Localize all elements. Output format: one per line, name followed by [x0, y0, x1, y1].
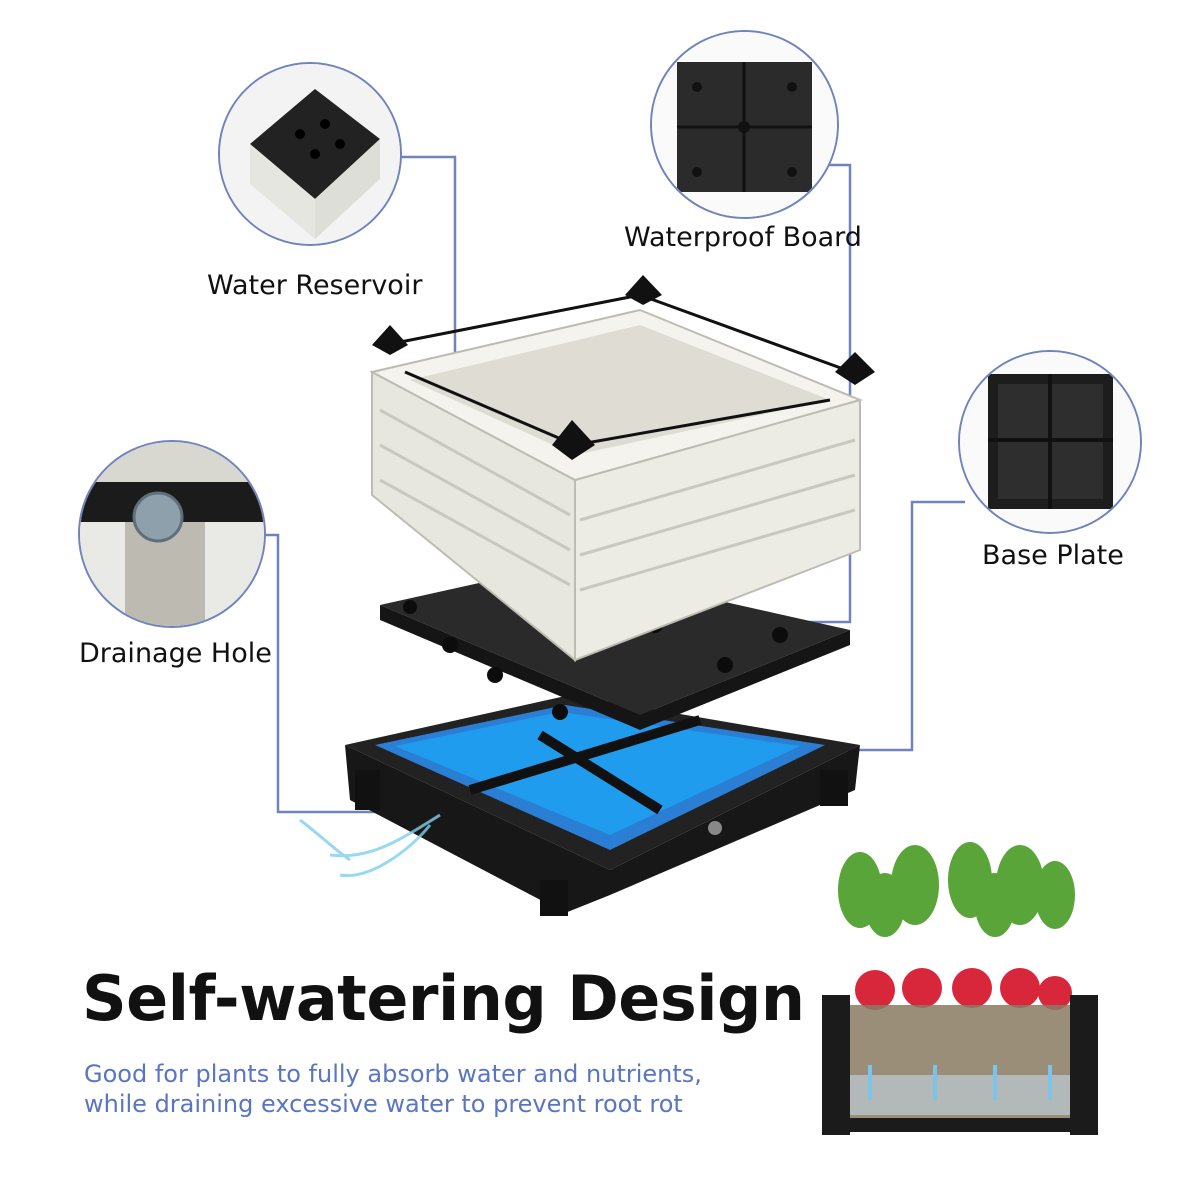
label-drainage-hole: Drainage Hole [79, 638, 272, 669]
planter-box-shape [369, 275, 875, 663]
subtext-line-2: while draining excessive water to preven… [84, 1090, 683, 1118]
subtext-line-1: Good for plants to fully absorb water an… [84, 1060, 702, 1088]
inset-water-reservoir [218, 62, 402, 246]
base-plate-shape [345, 695, 860, 916]
inset-waterproof-board [650, 30, 839, 219]
label-water-reservoir: Water Reservoir [207, 270, 423, 301]
headline: Self-watering Design [82, 962, 805, 1035]
drain-plug [708, 821, 722, 835]
planted-box-illustration [822, 842, 1098, 1135]
inset-drainage-hole [78, 440, 266, 628]
inset-base-plate [958, 350, 1142, 534]
label-base-plate: Base Plate [982, 540, 1124, 571]
connector-drainage-hole [262, 533, 437, 814]
drainage-plug-icon [132, 491, 184, 543]
water-splash [299, 813, 441, 878]
label-waterproof-board: Waterproof Board [624, 222, 862, 253]
